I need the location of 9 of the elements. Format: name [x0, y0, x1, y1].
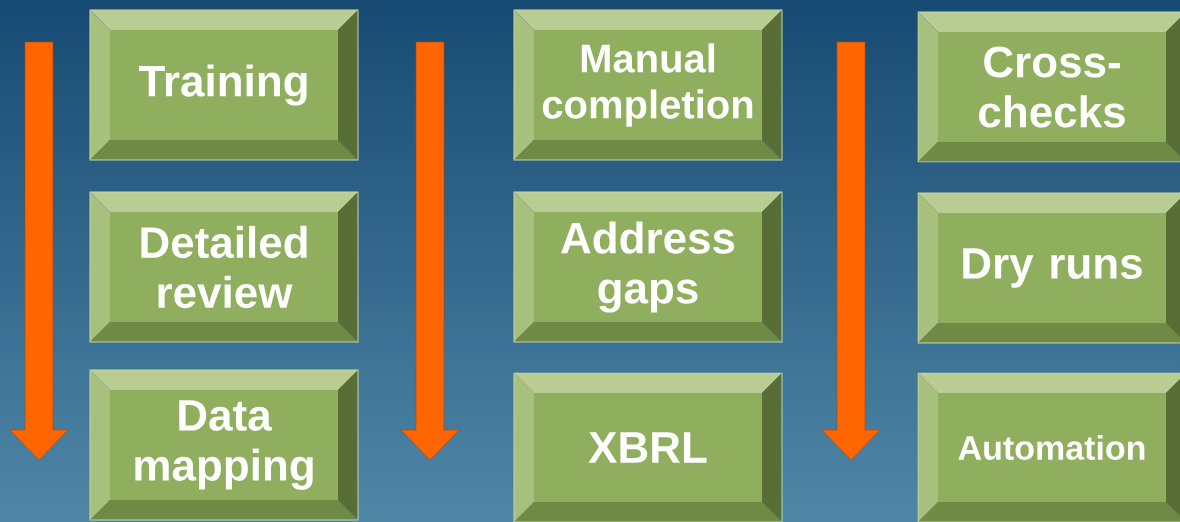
bevel-box: Training	[89, 9, 359, 161]
bevel-box: Data mapping	[89, 369, 359, 521]
bevel-box: Automation	[917, 372, 1180, 522]
bevel-box: Address gaps	[513, 191, 783, 343]
bevel-box: XBRL	[513, 372, 783, 522]
bevel-box: Cross-checks	[917, 11, 1180, 163]
bevel-box: Manual completion	[513, 9, 783, 161]
bevel-box: Dry runs	[917, 192, 1180, 344]
bevel-box: Detailed review	[89, 191, 359, 343]
